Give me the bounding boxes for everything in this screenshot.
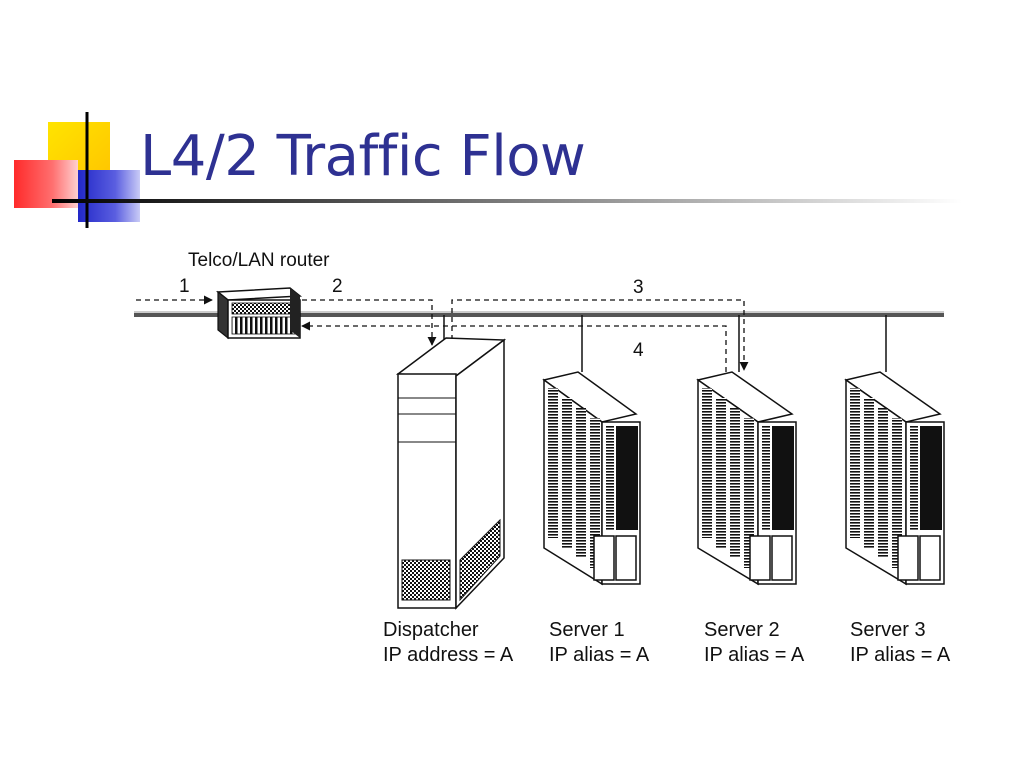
step-3-label: 3 [633, 277, 644, 298]
dispatcher-ip: IP address = A [383, 644, 514, 666]
step-4-label: 4 [633, 340, 644, 361]
step-1-label: 1 [179, 276, 190, 297]
server-1-icon [542, 371, 641, 586]
server-3-icon [844, 371, 945, 586]
title-underline [52, 199, 962, 203]
flow-4-arrow [301, 321, 727, 372]
dispatcher-tower-icon [395, 337, 507, 610]
flow-3-arrow [451, 299, 749, 371]
server-1-ip: IP alias = A [549, 644, 650, 666]
step-2-label: 2 [332, 276, 343, 297]
server-2-ip: IP alias = A [704, 644, 805, 666]
server-3-ip: IP alias = A [850, 644, 951, 666]
server-2-name: Server 2 [704, 619, 780, 641]
server-1-name: Server 1 [549, 619, 625, 641]
server-3-name: Server 3 [850, 619, 926, 641]
slide-title: L4/2 Traffic Flow [140, 124, 586, 189]
flow-2-arrow [302, 299, 437, 346]
dispatcher-name: Dispatcher [383, 619, 479, 641]
router-label: Telco/LAN router [188, 250, 330, 271]
title-decoration [14, 112, 140, 228]
server-2-icon [696, 371, 797, 586]
router-icon [215, 287, 303, 340]
